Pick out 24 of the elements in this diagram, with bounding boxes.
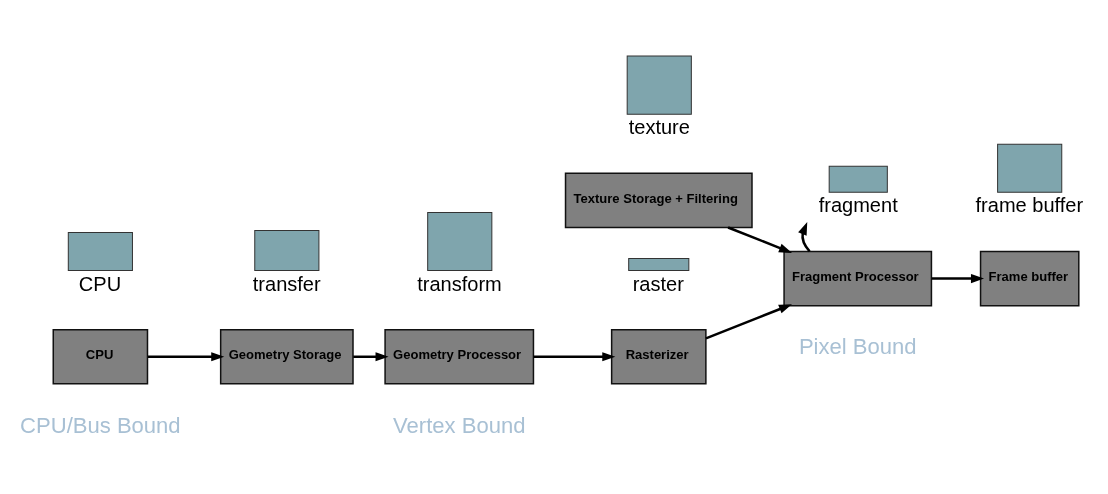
node-label: frame buffer	[975, 193, 1084, 216]
node-label: raster	[632, 272, 684, 295]
arrow	[533, 351, 616, 361]
label: Pixel Bound	[798, 333, 917, 359]
arrow	[727, 225, 793, 253]
label: Vertex Bound	[393, 412, 526, 438]
node-box: Rasterizer	[610, 328, 707, 385]
arrow	[931, 273, 985, 283]
node-box: Geometry Processor	[384, 328, 535, 385]
node-box: Texture Storage + Filtering	[564, 172, 753, 228]
arrow	[798, 221, 811, 252]
node-box: CPU	[52, 328, 149, 385]
arrow	[353, 351, 389, 361]
node-label: transform	[417, 272, 502, 295]
node-label: CPU	[78, 272, 122, 295]
label: CPU/Bus Bound	[20, 412, 181, 438]
node-box: Frame buffer	[979, 250, 1080, 306]
arrow	[705, 303, 792, 340]
node-label: fragment	[818, 193, 898, 216]
arrow	[147, 351, 225, 361]
node-label: texture	[628, 115, 690, 138]
node-box: Geometry Storage	[219, 328, 354, 385]
node-box: Fragment Processor	[783, 250, 933, 306]
node-label: transfer	[252, 272, 321, 295]
